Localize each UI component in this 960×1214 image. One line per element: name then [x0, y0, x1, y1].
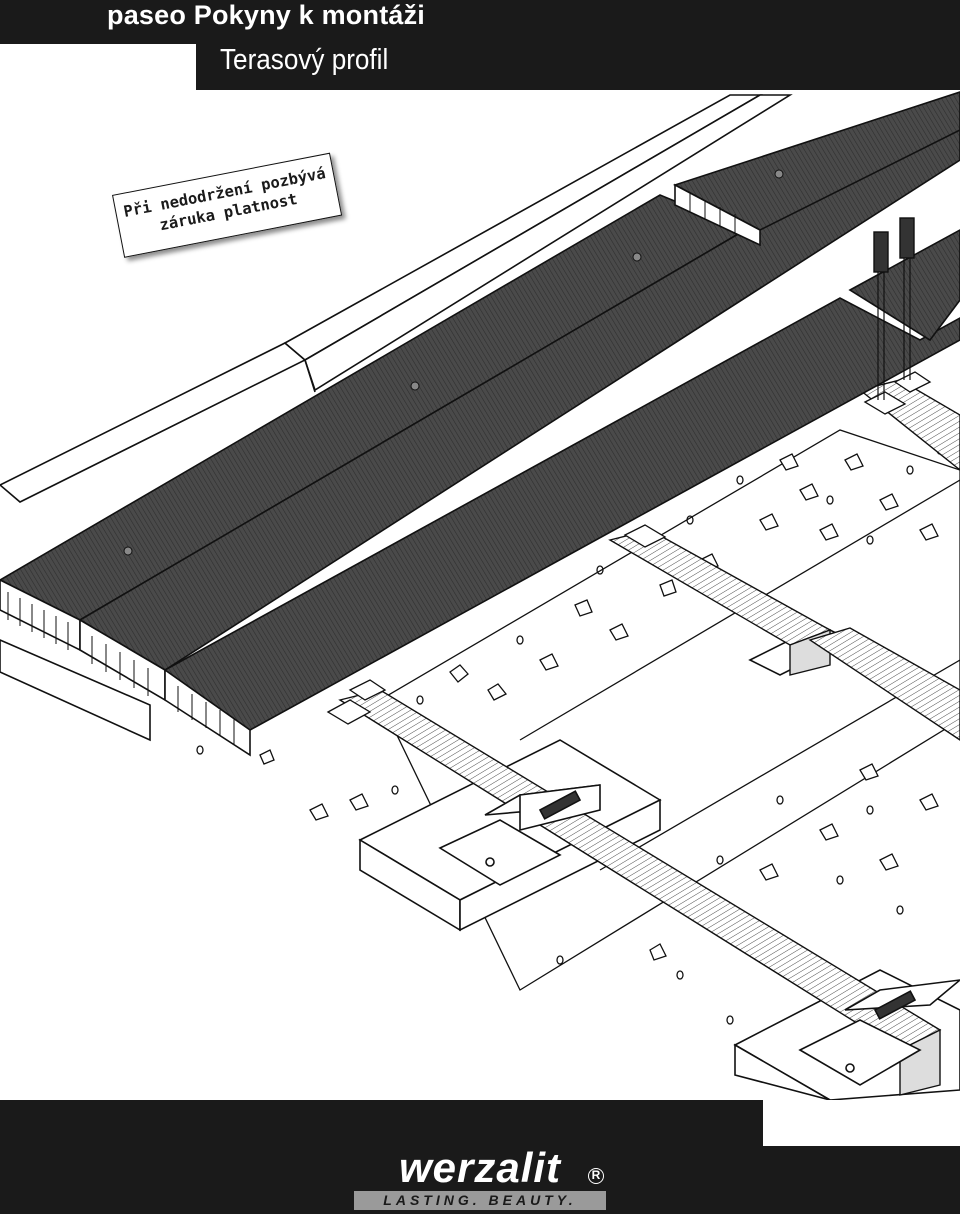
concrete-wall — [0, 94, 793, 742]
header-bar-lower — [196, 44, 960, 90]
brand-name: werzalit — [398, 1144, 562, 1191]
brand-logo: werzalit R LASTING. BEAUTY. — [352, 1146, 608, 1214]
brand-tagline: LASTING. BEAUTY. — [354, 1191, 606, 1210]
decking-installation-illustration — [0, 91, 960, 1100]
profile-chambers — [7, 193, 736, 744]
fastener-clip — [326, 371, 932, 725]
header-bar — [0, 0, 960, 44]
deck-board — [0, 91, 960, 757]
gravel-bed — [196, 429, 960, 1025]
screw — [873, 217, 915, 400]
joist-bracket — [438, 784, 960, 1086]
document-subtitle: Terasový profil — [220, 44, 389, 76]
board-screw — [123, 169, 784, 556]
footer-bar-upper — [0, 1100, 763, 1146]
document-title: paseo Pokyny k montáži — [107, 0, 425, 30]
registered-mark-icon: R — [588, 1168, 604, 1184]
